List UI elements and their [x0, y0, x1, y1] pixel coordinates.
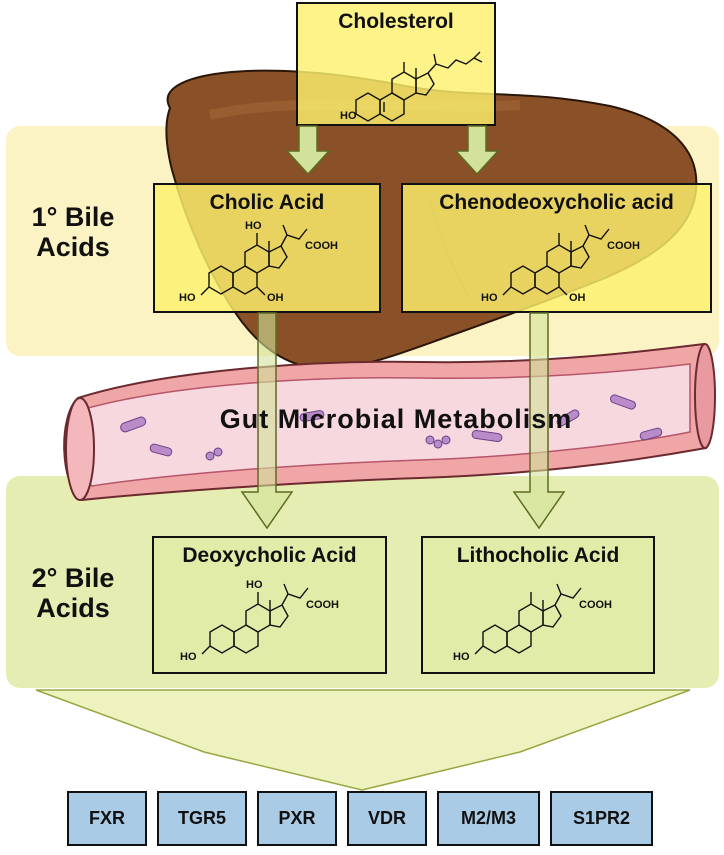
arrow-cholesterol-to-cholic [285, 125, 331, 176]
gut-microbial-metabolism-label: Gut Microbial Metabolism [219, 404, 573, 434]
arrow-cholesterol-to-cheno [454, 125, 500, 176]
secondary-label-line-1: 2° Bile [31, 563, 115, 593]
secondary-label-line-2: Acids [36, 593, 110, 623]
steroid-structure-deoxycholic-acid: HO COOH HO [180, 579, 339, 663]
chenodeoxycholic-acid-ho-label: HO [481, 292, 498, 304]
chenodeoxycholic-acid-title: Chenodeoxycholic acid [439, 191, 674, 214]
receptor-fxr: FXR [67, 791, 147, 846]
arrow-cheno-to-lithocholic [512, 312, 566, 530]
steroid-structure-lithocholic-acid: COOH HO [453, 583, 612, 663]
steroid-structure-cholesterol: HO [340, 51, 483, 122]
cholesterol-box: Cholesterol HO [296, 2, 496, 126]
deoxycholic-acid-title: Deoxycholic Acid [182, 544, 357, 567]
pathway-arrows [240, 125, 566, 530]
receptor-s1pr2: S1PR2 [550, 791, 653, 846]
deoxycholic-acid-ho-label: HO [180, 651, 197, 663]
receptor-tgr5: TGR5 [157, 791, 247, 846]
receptor-m2-m3: M2/M3 [437, 791, 540, 846]
cholic-acid-ho-label: HO [179, 292, 196, 304]
cholic-acid-cooh-label: COOH [305, 240, 338, 252]
arrow-cholic-to-deoxycholic [240, 312, 294, 530]
receptor-pxr: PXR [257, 791, 337, 846]
secondary-bile-acids-label: 2° Bile Acids [8, 563, 138, 623]
steroid-structure-chenodeoxycholic-acid: COOH HO OH [481, 224, 640, 304]
primary-bile-acids-label: 1° Bile Acids [8, 202, 138, 262]
deoxycholic-acid-box: Deoxycholic Acid HO COOH HO [152, 536, 387, 674]
cholic-acid-box: Cholic Acid HO COOH HO OH [153, 183, 381, 313]
receptor-vdr: VDR [347, 791, 427, 846]
cholesterol-title: Cholesterol [338, 10, 454, 33]
lithocholic-acid-ho-label: HO [453, 651, 470, 663]
deoxycholic-acid-ho-top-label: HO [246, 579, 263, 591]
cholesterol-ho-label: HO [340, 110, 357, 122]
chenodeoxycholic-acid-box: Chenodeoxycholic acid COOH HO OH [401, 183, 712, 313]
chenodeoxycholic-acid-oh-label: OH [569, 292, 586, 304]
cholic-acid-oh-label: OH [267, 292, 284, 304]
deoxycholic-acid-cooh-label: COOH [306, 599, 339, 611]
lithocholic-acid-box: Lithocholic Acid COOH HO [421, 536, 655, 674]
cholic-acid-title: Cholic Acid [209, 191, 325, 214]
lithocholic-acid-title: Lithocholic Acid [456, 544, 620, 567]
lithocholic-acid-cooh-label: COOH [579, 599, 612, 611]
bacteria-illustration [120, 394, 663, 461]
receptor-funnel-arrow-shape [35, 689, 691, 791]
primary-label-line-2: Acids [36, 232, 110, 262]
chenodeoxycholic-acid-cooh-label: COOH [607, 240, 640, 252]
primary-label-line-1: 1° Bile [31, 202, 115, 232]
cholic-acid-ho-top-label: HO [245, 220, 262, 232]
steroid-structure-cholic-acid: HO COOH HO OH [179, 220, 338, 304]
